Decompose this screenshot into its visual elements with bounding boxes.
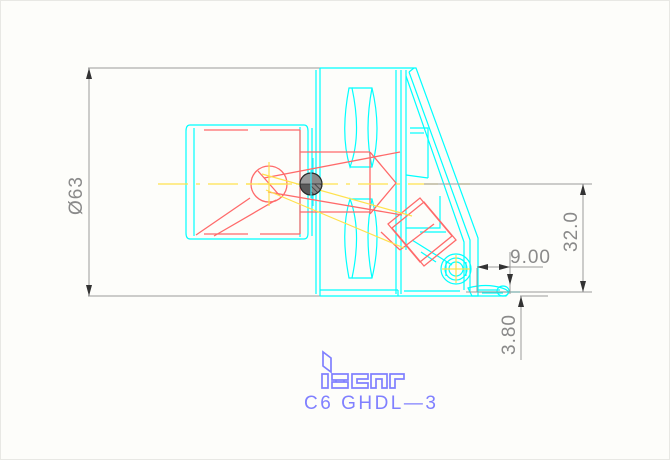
insert-face-line — [399, 223, 435, 251]
head-wedge-inner-2 — [405, 75, 465, 290]
boss-circle-outer — [440, 253, 472, 285]
arrow-32-top — [580, 184, 586, 195]
coolant-nozzle — [467, 284, 509, 297]
dimension-diameter-63: Ø63 — [66, 67, 320, 297]
arrow-380 — [518, 296, 524, 307]
logo-letter-a — [370, 373, 388, 389]
upper-flank-crease — [367, 87, 373, 168]
arrow-9-down — [507, 274, 513, 285]
lower-flank-oval-outer — [344, 197, 358, 279]
iscar-logo — [321, 350, 405, 389]
insert-outline-offset — [391, 201, 457, 267]
upper-flank-oval-inner — [350, 87, 378, 168]
channel-upper-edge — [263, 151, 401, 179]
clamp-seat-line-2 — [420, 251, 437, 263]
shank-body-outline — [185, 124, 309, 240]
dimension-label-380: 3.80 — [499, 314, 520, 355]
lower-flank-crease — [367, 198, 373, 279]
head-wedge-outline — [404, 67, 479, 297]
arrow-9-right — [499, 264, 510, 270]
dimension-height-32: 32.0 — [424, 183, 592, 293]
logo-letter-s — [331, 373, 349, 389]
dimension-label-diameter: Ø63 — [66, 176, 87, 215]
dimension-thickness-380: 3.80 — [468, 291, 548, 360]
dimension-offset-9: 9.00 — [476, 247, 551, 294]
nose-point — [369, 151, 397, 215]
logo-letter-c — [351, 373, 369, 389]
part-number-label: C6 GHDL—3 — [304, 393, 438, 414]
upper-flank-oval-outer — [344, 87, 358, 169]
pocket-edge-mid — [405, 174, 429, 179]
dimension-label-9: 9.00 — [510, 247, 551, 268]
logo-letter-i — [321, 373, 329, 389]
insert-outline — [387, 197, 453, 263]
angled-centerline-2 — [265, 189, 405, 249]
arrow-head-top — [86, 68, 92, 79]
logo-flag-icon — [322, 350, 332, 374]
insert-edge-line — [380, 231, 401, 251]
arrow-head-bottom — [86, 285, 92, 296]
logo-letter-r — [389, 373, 405, 389]
dimension-label-32: 32.0 — [561, 211, 582, 252]
channel-tail-1 — [195, 197, 251, 236]
pocket-edge-lower — [406, 196, 441, 229]
head-top-chamfer — [408, 67, 415, 73]
channel-tail-2 — [213, 199, 277, 237]
tool-holder-outline — [185, 67, 520, 297]
angled-centerline-1 — [261, 173, 413, 217]
arrow-32-bottom — [580, 281, 586, 292]
section-indicator-circle — [299, 170, 323, 198]
nozzle-tip — [496, 285, 510, 297]
hidden-features — [195, 129, 457, 267]
arrow-9-left — [477, 264, 488, 270]
pocket-edge-upper — [410, 127, 429, 178]
channel-lower-edge — [267, 191, 403, 216]
